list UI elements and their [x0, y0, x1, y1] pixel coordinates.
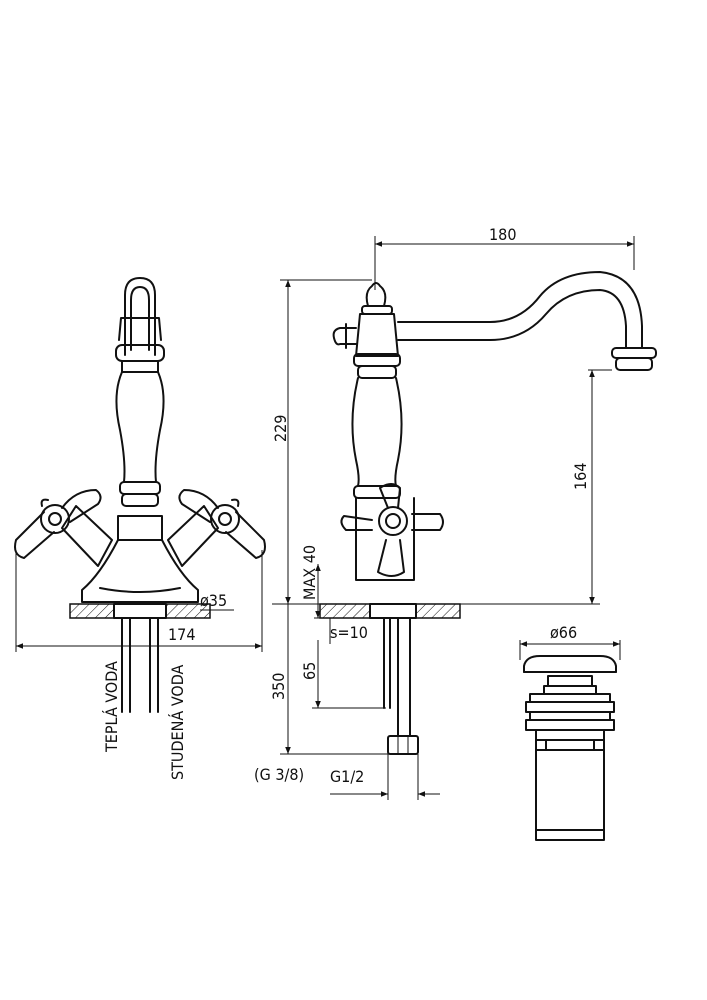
thread-length-label: 65 [300, 662, 319, 680]
side-view-faucet [319, 271, 657, 755]
hot-water-label: TEPLÁ VODA [102, 661, 121, 753]
side-dimensions [272, 236, 635, 800]
wall-thickness-label: s=10 [330, 623, 368, 642]
spout-height-label: 164 [571, 463, 590, 490]
cold-water-label: STUDENÁ VODA [168, 664, 187, 780]
hose-length-label: 350 [269, 673, 288, 700]
total-height-label: 229 [271, 415, 290, 442]
hole-diameter-label: ø35 [200, 591, 227, 610]
max-deck-label: MAX 40 [300, 545, 319, 600]
front-dimensions [15, 550, 263, 652]
spout-reach-label: 180 [489, 225, 516, 244]
hose-thread-label: (G 3/8) [254, 765, 304, 784]
handle-span-label: 174 [168, 625, 195, 644]
connector-thread-label: G1/2 [330, 767, 364, 786]
popup-waste [519, 640, 621, 841]
front-view-faucet [14, 277, 266, 713]
waste-diameter-label: ø66 [550, 623, 577, 642]
